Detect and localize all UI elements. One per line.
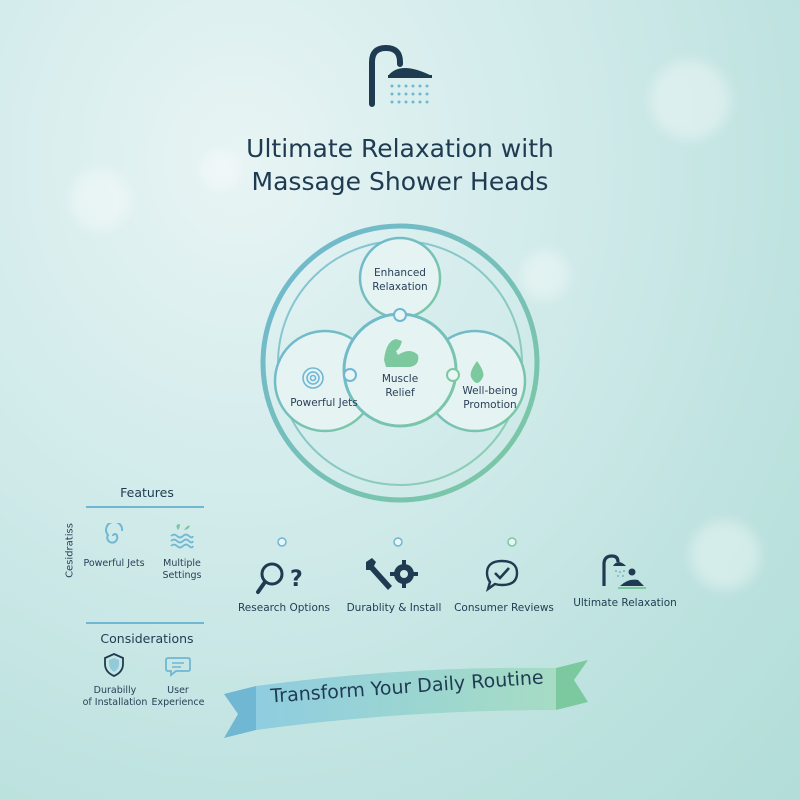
timeline-step-ultimate: Ultimate Relaxation xyxy=(573,597,677,609)
outer-ring xyxy=(260,223,540,503)
wrench-gear-icon xyxy=(366,558,418,590)
features-heading: Features xyxy=(120,485,174,500)
venn-label-left: Powerful Jets xyxy=(290,397,358,409)
shower-head-icon xyxy=(369,44,432,107)
connector-dot xyxy=(343,368,357,382)
timeline-step-research: Research Options xyxy=(237,602,330,614)
title-line-1: Ultimate Relaxation with xyxy=(246,134,554,163)
title-line-2: Massage Shower Heads xyxy=(251,167,549,196)
page-title: Ultimate Relaxation with Massage Shower … xyxy=(0,132,800,198)
svg-text:?: ? xyxy=(290,567,303,592)
feature-item-powerful-jets: Powerful Jets xyxy=(83,558,145,569)
considerations-heading: Considerations xyxy=(100,631,194,646)
timeline-line xyxy=(277,537,670,547)
venn-diagram xyxy=(260,223,540,503)
divider xyxy=(86,506,204,508)
bokeh-light xyxy=(70,170,130,230)
venn-label-right: Well-being Promotion xyxy=(462,385,518,411)
bokeh-light xyxy=(200,150,240,190)
divider xyxy=(86,622,204,624)
ribbon-banner xyxy=(224,660,588,738)
timeline-step-reviews: Consumer Reviews xyxy=(454,602,554,614)
spiral-icon xyxy=(302,367,324,389)
magnifier-question-icon: ? xyxy=(256,562,303,594)
connector-dot xyxy=(393,308,407,322)
water-drop-icon xyxy=(470,361,484,383)
swirl-icon xyxy=(105,523,124,544)
flexed-arm-icon xyxy=(384,339,419,367)
consideration-item-durability: Durabilly of Installation xyxy=(82,685,148,708)
bokeh-light xyxy=(690,520,760,590)
shower-person-icon xyxy=(602,554,646,589)
consideration-item-user-experience: User Experience xyxy=(151,685,205,708)
timeline-step-durability: Durablity & Install xyxy=(346,602,442,614)
waves-leaf-icon xyxy=(170,524,194,549)
venn-label-center: Muscle Relief xyxy=(381,373,419,399)
shield-icon xyxy=(104,653,124,677)
feature-item-multiple-settings: Multiple Settings xyxy=(162,558,202,581)
chat-bubble-icon xyxy=(165,657,191,677)
bokeh-light xyxy=(650,60,730,140)
venn-label-top: Enhanced Relaxation xyxy=(372,267,428,293)
bokeh-light xyxy=(520,250,570,300)
connector-dot xyxy=(446,368,460,382)
side-label: Cesidratiss xyxy=(64,523,76,578)
chat-check-icon xyxy=(485,559,519,592)
